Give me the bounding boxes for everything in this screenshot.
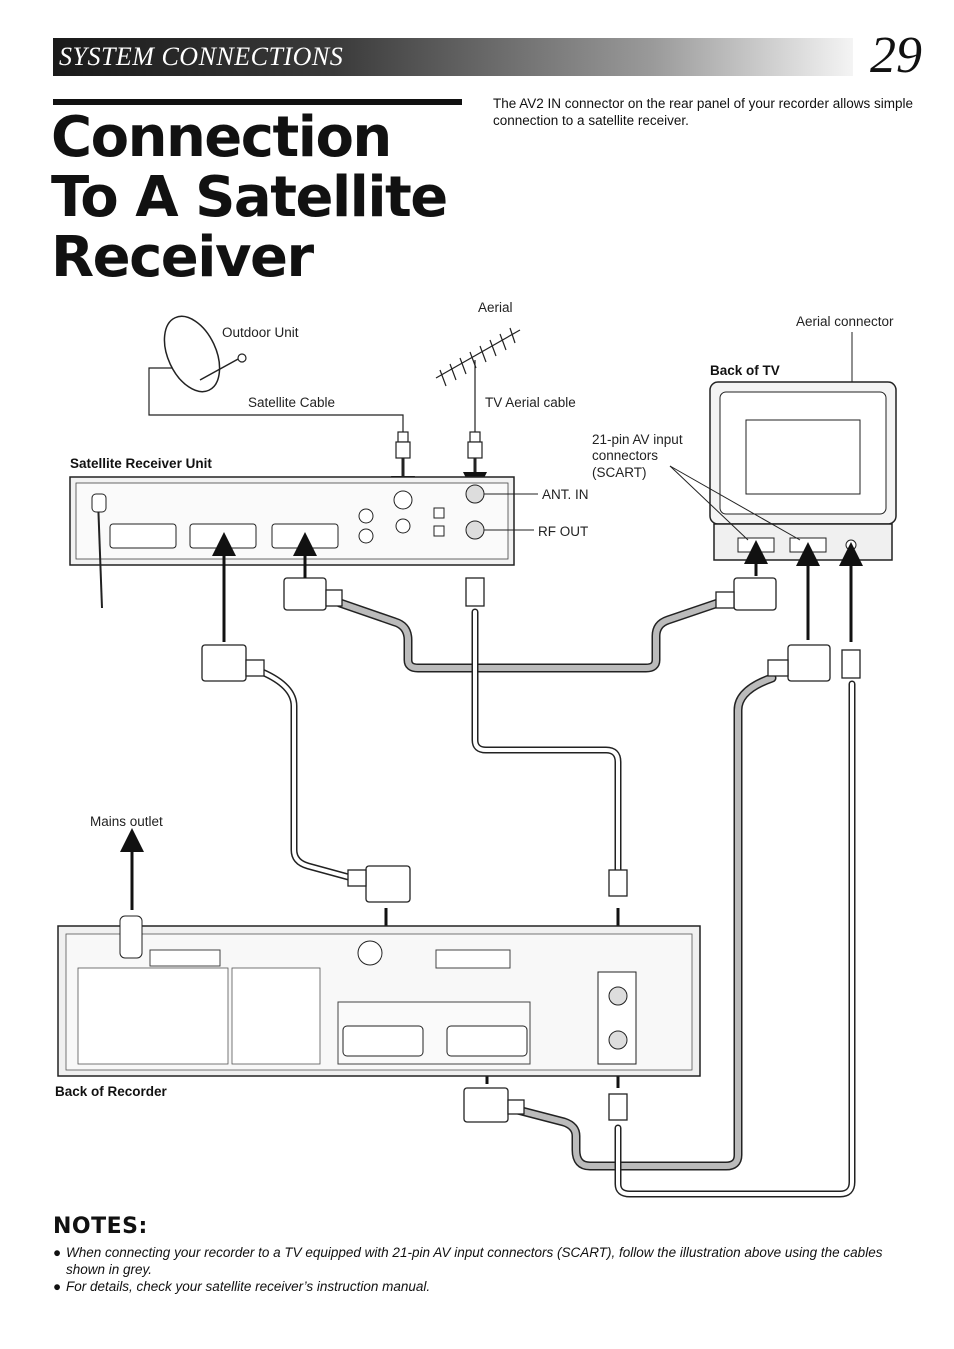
ant-in-label: ANT. IN bbox=[542, 487, 589, 502]
satellite-cable-label: Satellite Cable bbox=[248, 395, 335, 410]
satellite-receiver-label: Satellite Receiver Unit bbox=[70, 456, 212, 471]
scart-label-line1: 21-pin AV input bbox=[592, 432, 683, 447]
satellite-dish-icon bbox=[163, 315, 247, 393]
section-header-bar bbox=[53, 38, 853, 76]
scart-plug-icon bbox=[201, 577, 831, 1123]
page-title: Connection To A Satellite Receiver bbox=[51, 105, 448, 290]
back-of-tv-label: Back of TV bbox=[710, 363, 780, 378]
scart-label-line3: (SCART) bbox=[592, 465, 647, 480]
title-rule bbox=[53, 99, 462, 105]
aerial-icon bbox=[435, 327, 521, 432]
note-item: ●For details, check your satellite recei… bbox=[53, 1279, 431, 1294]
recorder-unit bbox=[57, 915, 701, 1077]
note-item: ●When connecting your recorder to a TV e… bbox=[53, 1245, 883, 1277]
back-of-recorder-label: Back of Recorder bbox=[55, 1084, 168, 1099]
rf-out-label: RF OUT bbox=[538, 524, 588, 539]
aerial-connector-label: Aerial connector bbox=[796, 314, 894, 329]
satellite-receiver-unit bbox=[69, 476, 515, 609]
tv-aerial-cable-label: TV Aerial cable bbox=[485, 395, 576, 410]
satellite-cable bbox=[148, 367, 404, 432]
tv-unit bbox=[709, 381, 897, 561]
page-number: 29 bbox=[870, 27, 922, 84]
section-title: SYSTEM CONNECTIONS bbox=[59, 42, 344, 71]
scart-label-line2: connectors bbox=[592, 448, 658, 463]
outdoor-unit-label: Outdoor Unit bbox=[222, 325, 299, 340]
rf-plug-icon bbox=[465, 577, 861, 1121]
aerial-label: Aerial bbox=[478, 300, 513, 315]
intro-text: The AV2 IN connector on the rear panel o… bbox=[493, 96, 913, 128]
notes-title: NOTES: bbox=[53, 1214, 148, 1239]
mains-outlet-label: Mains outlet bbox=[90, 814, 163, 829]
satellite-plug-icon bbox=[391, 431, 415, 500]
aerial-plug-icon bbox=[463, 431, 487, 496]
notes-list: ●When connecting your recorder to a TV e… bbox=[53, 1245, 913, 1297]
